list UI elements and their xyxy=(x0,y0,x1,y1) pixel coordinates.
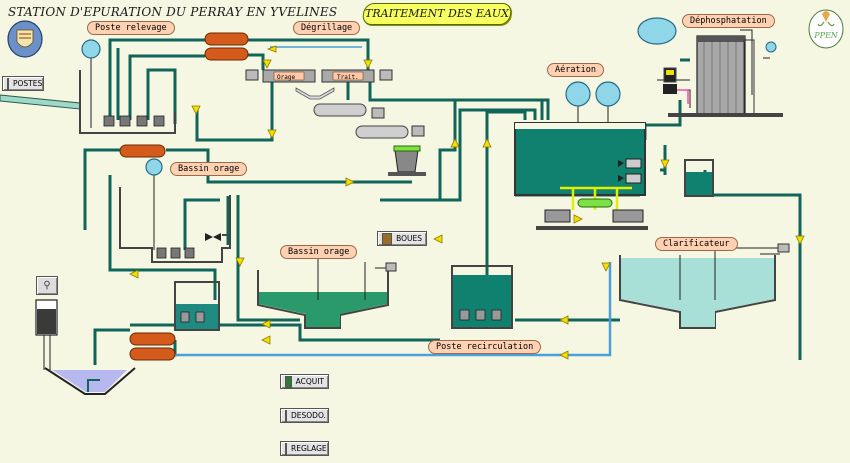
blower-skid xyxy=(536,226,648,230)
page-banner-text: TRAITEMENT DES EAUX xyxy=(365,7,509,20)
valves xyxy=(119,32,249,361)
label-degrillage: Dégrillage xyxy=(293,21,361,35)
boues-button[interactable]: BOUES xyxy=(377,231,427,246)
reglage-icon xyxy=(285,442,287,455)
butterfly-valve xyxy=(205,233,221,241)
acquit-button[interactable]: ACQUIT xyxy=(280,374,329,389)
inlet-channel xyxy=(44,367,136,395)
label-poste-recirculation: Poste recirculation xyxy=(428,340,542,354)
postes-button-label: POSTES xyxy=(13,79,43,88)
acquit-button-label: ACQUIT xyxy=(295,377,324,386)
pump-pit xyxy=(174,281,220,331)
aeration-basin xyxy=(514,122,646,196)
relevage-pumps xyxy=(103,115,165,127)
dosing-sensor xyxy=(637,17,677,45)
town-crest-icon xyxy=(7,20,43,58)
station-title: STATION D'EPURATION DU PERRAY EN YVELINE… xyxy=(8,5,338,19)
level-sensor xyxy=(145,158,163,176)
screen-label-orage: Orage xyxy=(277,74,295,81)
label-bassin-orage-1: Bassin orage xyxy=(170,162,248,176)
bassin-orage-1-tank xyxy=(119,187,231,263)
label-bassin-orage-2: Bassin orage xyxy=(280,245,358,259)
air-blower xyxy=(595,81,621,107)
label-dephosphatation: Déphosphatation xyxy=(682,14,775,28)
bassin-orage-pumps xyxy=(156,247,195,259)
level-sensor xyxy=(81,39,101,59)
instrument-lines xyxy=(90,29,770,250)
tool-button[interactable]: ⚲ xyxy=(36,276,58,295)
postes-button[interactable]: POSTES xyxy=(2,76,44,91)
aeration-valves xyxy=(618,158,642,184)
acquit-icon xyxy=(285,375,292,388)
poste-relevage-tank xyxy=(79,70,176,134)
logo-text: PPEN xyxy=(813,31,839,40)
buffer-tank xyxy=(684,159,714,197)
inlet-pipe xyxy=(0,94,81,110)
desodo-icon xyxy=(285,409,287,422)
label-poste-relevage: Poste relevage xyxy=(87,21,175,35)
boues-icon xyxy=(382,232,393,245)
label-clarificateur: Clarificateur xyxy=(655,237,738,251)
air-blower xyxy=(565,81,591,107)
poste-recirculation-tank xyxy=(451,265,513,329)
desodo-button[interactable]: DESODO. xyxy=(280,408,329,423)
dephosphatation-silo xyxy=(696,35,746,115)
bassin-orage-2-tank xyxy=(257,270,389,329)
postes-icon xyxy=(7,77,9,90)
label-aeration: Aération xyxy=(547,63,604,77)
screen-label-trait: Trait. xyxy=(337,74,359,81)
page-banner: TRAITEMENT DES EAUX xyxy=(361,3,513,25)
reglage-button-label: REGLAGE xyxy=(291,444,327,453)
boues-button-label: BOUES xyxy=(396,234,422,243)
tool-icon: ⚲ xyxy=(43,280,51,291)
ppen-logo-icon: PPEN xyxy=(808,9,844,49)
desodo-button-label: DESODO. xyxy=(291,411,326,420)
clarificateur-tank xyxy=(619,255,776,329)
flow-arrows xyxy=(129,45,805,360)
degrillage-unit xyxy=(245,69,426,176)
reglage-button[interactable]: REGLAGE xyxy=(280,441,329,456)
blue-lines xyxy=(130,46,612,357)
